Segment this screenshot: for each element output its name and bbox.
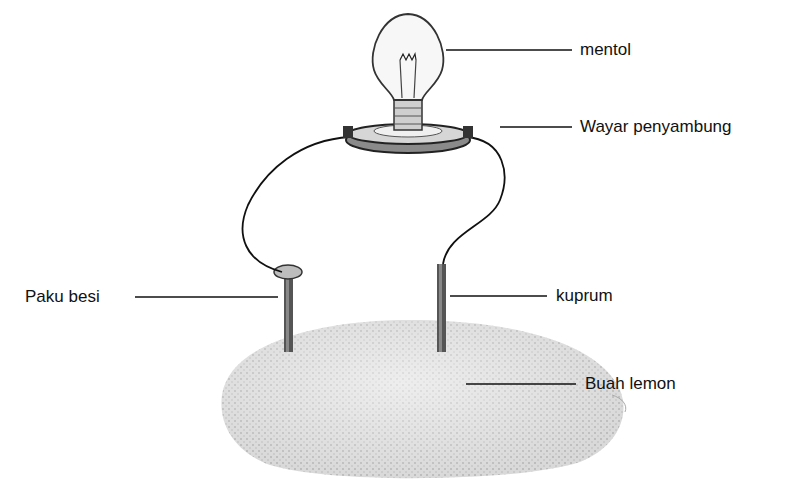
part-label: Buah lemon: [585, 375, 676, 394]
part-label: Wayar penyambung: [580, 118, 732, 137]
copper-strip: [437, 264, 446, 352]
bulb: [373, 14, 444, 130]
lemon: [221, 320, 625, 478]
connecting-wire: [243, 137, 505, 272]
leader-line: [135, 50, 576, 384]
iron-nail: [274, 265, 302, 352]
part-label: Paku besi: [25, 288, 100, 307]
part-label: kuprum: [556, 287, 613, 306]
part-label: mentol: [580, 41, 631, 60]
